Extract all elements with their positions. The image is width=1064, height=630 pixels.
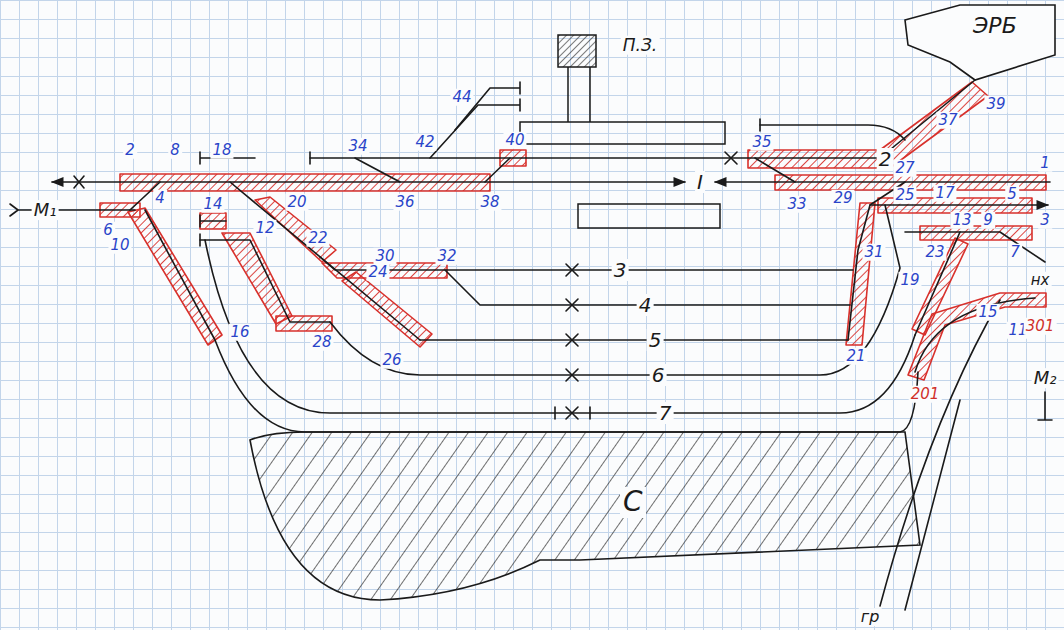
depot-shape: ЭРБ (900, 0, 1060, 90)
switch-number: 38 (478, 194, 501, 211)
track-number: гр (859, 608, 882, 626)
switch-number: 17 (933, 185, 956, 202)
ladder (200, 240, 330, 322)
track-number: I (695, 171, 705, 193)
node-label: ЭРБ (970, 14, 1020, 38)
departure-track (870, 204, 1048, 206)
platform (578, 204, 720, 228)
switch-number: 10 (108, 237, 131, 254)
switch-number: 3 (1038, 212, 1052, 229)
switch-number: 12 (253, 220, 276, 237)
switch-number: 5 (1005, 186, 1019, 203)
switch-number: 23 (923, 244, 946, 261)
node-label: С (620, 487, 646, 518)
switch-number: 15 (976, 304, 999, 321)
track-number: нх (1029, 272, 1052, 289)
switch-number: 1 (1038, 155, 1052, 172)
node-outline (905, 5, 1055, 80)
switch-number: 4 (153, 190, 167, 207)
switch-number: 18 (210, 142, 233, 159)
track-number: М₁ (32, 200, 59, 220)
platform (520, 122, 725, 144)
building-passage (568, 67, 590, 122)
station-building (558, 35, 596, 67)
switch-number: 31 (862, 244, 885, 261)
node-outline (250, 432, 920, 600)
track-6 (330, 205, 900, 375)
switch-number: 25 (893, 187, 916, 204)
track-5 (420, 339, 848, 341)
track-number: П.З. (621, 36, 660, 55)
route-highlight (920, 226, 1032, 240)
switch-number: 44 (450, 89, 473, 106)
track-number: 4 (637, 294, 654, 316)
switch-number: 14 (201, 196, 224, 213)
switch-number: 9 (981, 212, 995, 229)
switch-number: 20 (285, 194, 308, 211)
switch-number: 33 (785, 196, 808, 213)
switch-number: 36 (393, 194, 416, 211)
bypass-track (145, 210, 918, 432)
switch-number: 35 (750, 134, 773, 151)
switch-number: 42 (413, 134, 436, 151)
route-highlight (748, 82, 988, 168)
switch-number: 37 (936, 112, 959, 129)
ladder (905, 232, 1045, 262)
track-number: 3 (612, 259, 629, 281)
track-stub (760, 125, 905, 140)
switch-number: 28 (310, 334, 333, 351)
track-7 (205, 240, 915, 413)
switch-number: 21 (844, 348, 867, 365)
route-number: 301 (1024, 318, 1057, 335)
switch-number: 19 (898, 272, 921, 289)
crossover (755, 158, 795, 182)
main-track (52, 181, 685, 183)
main-track (715, 181, 1050, 183)
yard-region: С (180, 425, 930, 610)
switch-number: 13 (950, 212, 973, 229)
track-number: 5 (647, 329, 664, 351)
crossover (485, 158, 510, 182)
track-cross (74, 176, 84, 188)
track-number: 2 (877, 148, 894, 170)
switch-number: 16 (228, 324, 251, 341)
switch-number: 24 (366, 264, 389, 281)
insulating-joint (555, 407, 590, 419)
stop-block (200, 215, 226, 246)
stop-block (200, 119, 760, 164)
track-number: 6 (650, 364, 667, 386)
track-number: 7 (657, 402, 674, 424)
track-cross (725, 152, 737, 164)
switch-number: 30 (373, 248, 396, 265)
switch-number: 34 (346, 138, 369, 155)
connecting-track (915, 298, 1035, 372)
route-highlight (100, 82, 1046, 380)
switch-number: 27 (893, 160, 916, 177)
route-highlight (342, 272, 432, 347)
track-end (1038, 392, 1052, 420)
route-number: 201 (909, 386, 942, 403)
track-2 (310, 80, 975, 158)
switch-number: 39 (984, 96, 1007, 113)
switch-number: 40 (503, 132, 526, 149)
switch-number: 26 (380, 352, 403, 369)
route-highlight (276, 316, 332, 331)
route-highlight (908, 293, 1046, 380)
crossover (915, 232, 960, 335)
route-highlight (222, 233, 292, 324)
track-cross (566, 264, 578, 419)
crossover (355, 158, 400, 182)
track-3 (320, 257, 853, 270)
siding (430, 99, 520, 158)
switch-number: 32 (435, 248, 458, 265)
switch-number: 7 (1008, 244, 1022, 261)
switch-number: 22 (306, 230, 329, 247)
node-outline (180, 425, 930, 610)
switch-number: 2 (123, 142, 137, 159)
track-lines (10, 80, 1052, 610)
track-number: М₂ (1032, 368, 1059, 388)
arrival-track (10, 204, 135, 216)
switch-number: 8 (168, 142, 182, 159)
switch-number: 29 (831, 190, 854, 207)
